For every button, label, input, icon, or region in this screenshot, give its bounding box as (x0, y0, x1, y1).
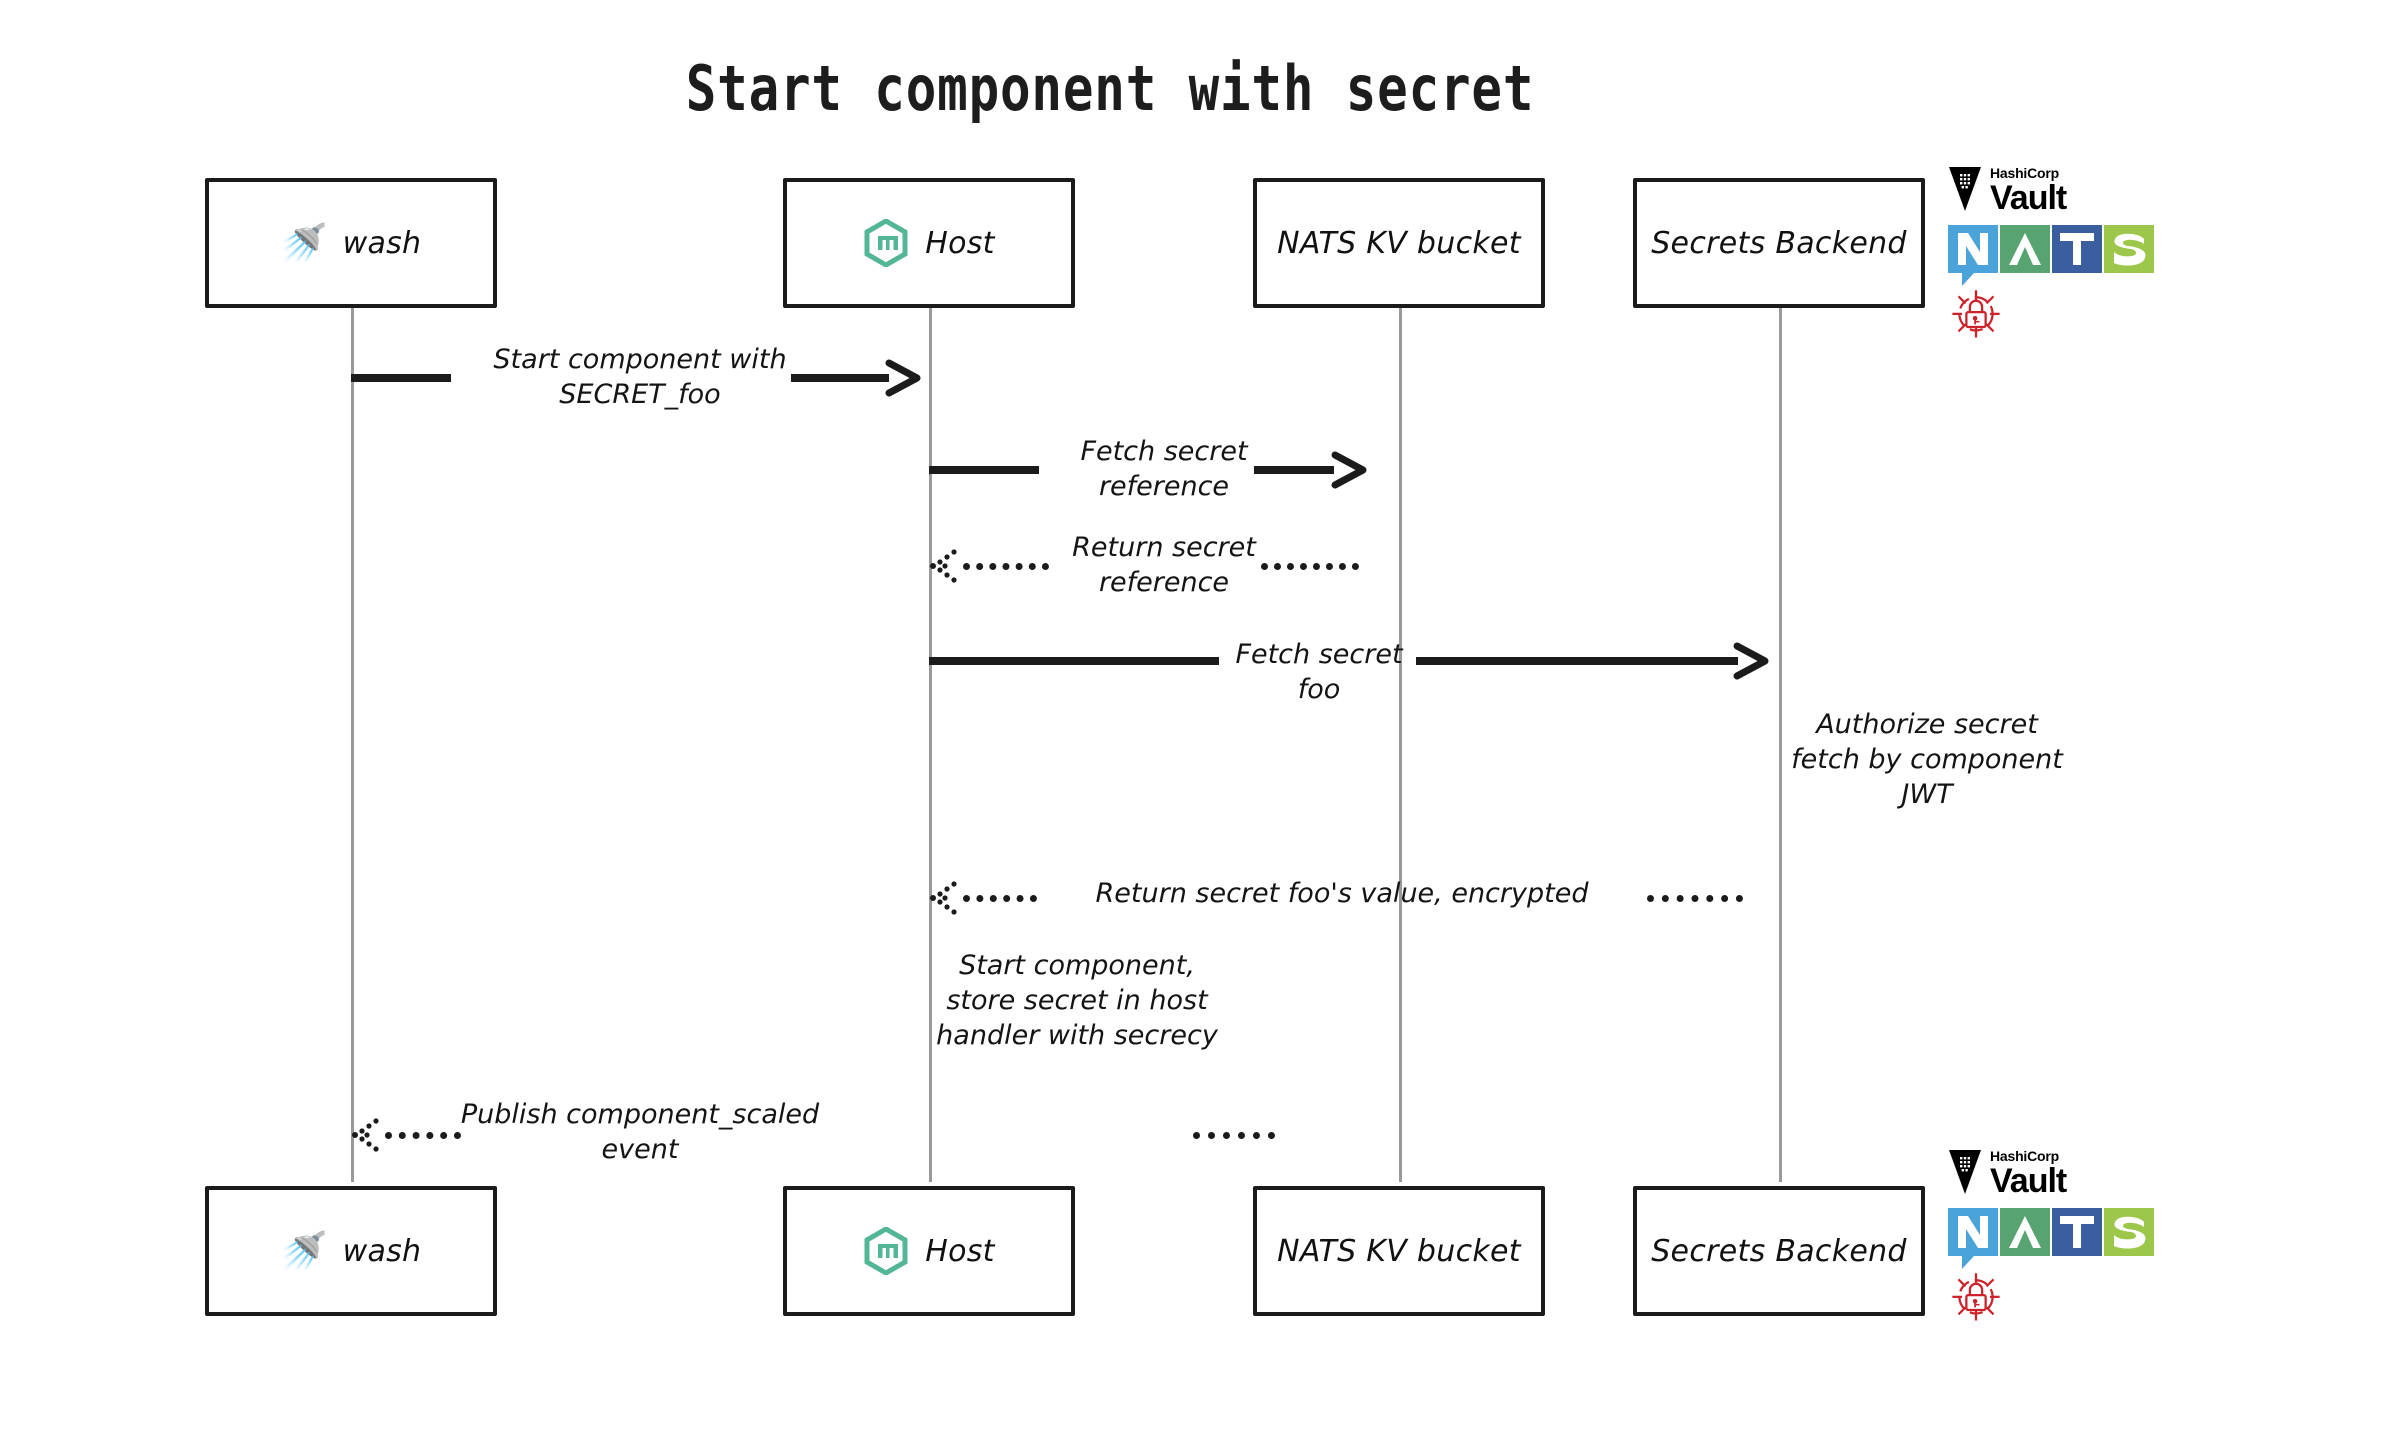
arrow-segment-right (1254, 466, 1334, 474)
logo-cluster-top: HashiCorp Vault (1948, 165, 2178, 345)
arrowhead-right-icon (1733, 642, 1769, 680)
arrow-segment-left (963, 563, 1049, 577)
secret-lock-icon (1952, 1273, 2000, 1321)
lifeline-host (929, 300, 932, 1182)
secret-lock-icon (1952, 290, 2000, 338)
vault-product-label: Vault (1990, 1162, 2067, 1200)
hashicorp-vault-logo: HashiCorp Vault (1948, 1148, 2178, 1200)
nats-logo (1948, 1208, 2178, 1269)
vault-triangle-icon (1949, 1150, 1981, 1194)
arrow-segment-right (791, 374, 889, 382)
arrowhead-left-dotted-icon (930, 549, 957, 583)
nats-letter-a (2000, 1208, 2050, 1256)
shower-emoji-icon: 🚿 (279, 1229, 328, 1273)
participant-box-secrets-bottom[interactable]: Secrets Backend (1633, 1186, 1925, 1316)
message-label-fetch-secret-reference: Fetch secret reference (1080, 436, 1248, 502)
message-label-start-component: Start component with SECRET_foo (493, 344, 787, 410)
vault-triangle-icon (1949, 167, 1981, 211)
message-label-fetch-secret-foo: Fetch secret foo (1235, 639, 1403, 705)
shower-emoji-icon: 🚿 (279, 221, 328, 265)
arrow-segment-left (929, 466, 1039, 474)
nats-letter-a (2000, 225, 2050, 273)
hashicorp-vault-logo: HashiCorp Vault (1948, 165, 2178, 217)
participant-box-wash-top[interactable]: 🚿 wash (205, 178, 497, 308)
participant-label-wash: wash (342, 225, 422, 261)
participant-box-secrets-top[interactable]: Secrets Backend (1633, 178, 1925, 308)
lifeline-natskv (1399, 300, 1402, 1182)
arrowhead-right-icon (885, 359, 921, 397)
nats-letter-s (2104, 1208, 2154, 1256)
participant-box-host-top[interactable]: Host (783, 178, 1075, 308)
participant-box-host-bottom[interactable]: Host (783, 1186, 1075, 1316)
arrow-segment-right (1193, 1132, 1275, 1146)
arrow-segment-left (929, 657, 1219, 665)
participant-label-secrets: Secrets Backend (1651, 1233, 1907, 1269)
nats-letter-s (2104, 225, 2154, 273)
message-label-publish-component-scaled: Publish component_scaled event (460, 1099, 820, 1165)
message-label-return-secret-value: Return secret foo's value, encrypted (1095, 878, 1589, 909)
participant-label-host: Host (925, 1233, 995, 1269)
lifeline-secrets (1779, 300, 1782, 1182)
arrow-segment-right (1261, 563, 1359, 577)
nats-letter-t (2052, 1208, 2102, 1256)
nats-logo (1948, 225, 2178, 286)
nats-letter-n (1948, 225, 1998, 286)
arrowhead-right-icon (1331, 451, 1367, 489)
message-label-return-secret-reference: Return secret reference (1072, 532, 1256, 598)
participant-label-secrets: Secrets Backend (1651, 225, 1907, 261)
participant-label-natskv: NATS KV bucket (1277, 1233, 1521, 1269)
arrowhead-left-dotted-icon (930, 881, 957, 915)
participant-box-natskv-bottom[interactable]: NATS KV bucket (1253, 1186, 1545, 1316)
wasmcloud-hex-icon (863, 219, 909, 267)
arrow-segment-left (351, 374, 451, 382)
participant-box-wash-bottom[interactable]: 🚿 wash (205, 1186, 497, 1316)
page-title: Start component with secret (685, 52, 1535, 125)
participant-label-wash: wash (342, 1233, 422, 1269)
participant-box-natskv-top[interactable]: NATS KV bucket (1253, 178, 1545, 308)
arrowhead-left-dotted-icon (352, 1118, 379, 1152)
vault-vendor-label: HashiCorp (1990, 1148, 2059, 1164)
vault-vendor-label: HashiCorp (1990, 165, 2059, 181)
vault-product-label: Vault (1990, 179, 2067, 217)
lifeline-wash (351, 300, 354, 1182)
logo-cluster-bottom: HashiCorp Vault (1948, 1148, 2178, 1328)
note-start-component-store-secret: Start component, store secret in host ha… (936, 950, 1218, 1052)
nats-letter-t (2052, 225, 2102, 273)
arrow-segment-left (963, 895, 1037, 909)
arrow-segment-right (1416, 657, 1738, 665)
participant-label-natskv: NATS KV bucket (1277, 225, 1521, 261)
arrow-segment-left (385, 1132, 461, 1146)
nats-letter-n (1948, 1208, 1998, 1269)
wasmcloud-hex-icon (863, 1227, 909, 1275)
note-authorize-secret-fetch: Authorize secret fetch by component JWT (1791, 709, 2063, 811)
participant-label-host: Host (925, 225, 995, 261)
arrow-segment-right (1647, 895, 1743, 909)
